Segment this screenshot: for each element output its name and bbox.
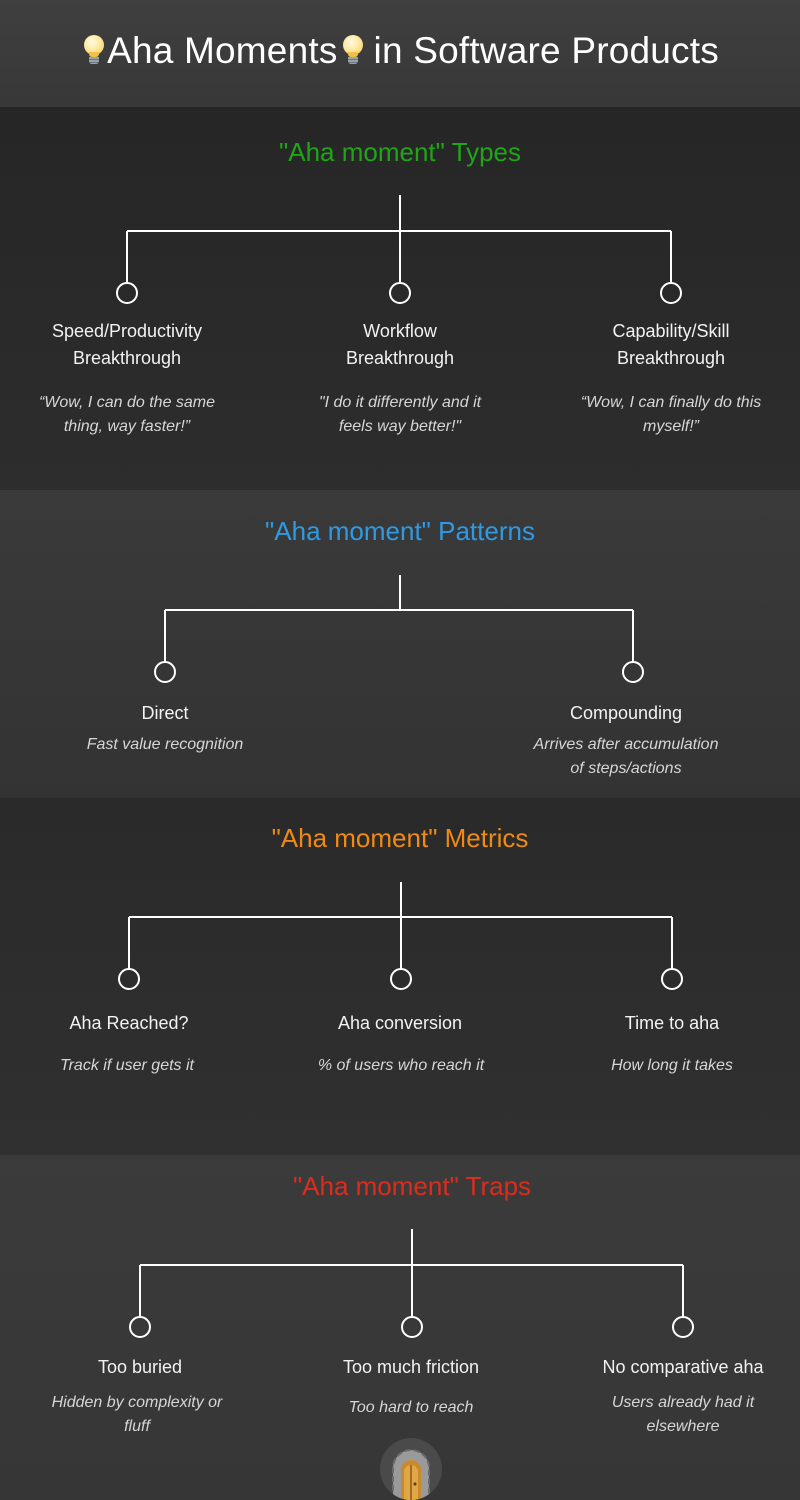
node-circle — [401, 1316, 423, 1338]
metrics-heading: "Aha moment" Metrics — [271, 823, 529, 853]
node-circle — [154, 661, 176, 683]
trap-title-comparative: No comparative aha — [602, 1357, 764, 1377]
pattern-desc-direct: Fast value recognition — [86, 736, 244, 753]
light-bulb-icon — [342, 33, 364, 67]
types-heading: "Aha moment" Types — [279, 137, 521, 167]
patterns-tree-connector — [154, 575, 644, 683]
node-circle — [672, 1316, 694, 1338]
stone-archway-door-logo — [380, 1438, 442, 1500]
traps-tree-connector — [129, 1229, 694, 1338]
metrics-tree-connector — [118, 882, 683, 990]
pattern-title-direct: Direct — [141, 703, 189, 723]
metric-title-time: Time to aha — [624, 1013, 720, 1033]
node-circle — [660, 282, 682, 304]
title-right: in Software Products — [373, 30, 719, 71]
page-title: Aha Moments in Software Products — [0, 30, 800, 72]
trap-desc-friction: Too hard to reach — [348, 1399, 474, 1416]
node-circle — [390, 968, 412, 990]
node-circle — [116, 282, 138, 304]
types-tree-connector — [116, 195, 682, 304]
metric-desc-time: How long it takes — [611, 1057, 733, 1074]
patterns-heading: "Aha moment" Patterns — [265, 516, 535, 546]
node-circle — [129, 1316, 151, 1338]
metric-desc-conversion: % of users who reach it — [317, 1057, 485, 1074]
node-circle — [622, 661, 644, 683]
metrics-section — [0, 798, 800, 1155]
metric-title-conversion: Aha conversion — [337, 1013, 463, 1033]
light-bulb-icon — [83, 33, 105, 67]
trap-title-friction: Too much friction — [342, 1357, 480, 1377]
traps-heading: "Aha moment" Traps — [292, 1171, 532, 1201]
metric-desc-reached: Track if user gets it — [60, 1057, 194, 1074]
pattern-title-compounding: Compounding — [569, 703, 683, 723]
title-left: Aha Moments — [107, 30, 338, 71]
patterns-section — [0, 490, 800, 798]
title-band — [0, 0, 800, 107]
metric-title-reached: Aha Reached? — [69, 1013, 189, 1033]
node-circle — [661, 968, 683, 990]
node-circle — [118, 968, 140, 990]
types-section — [0, 107, 800, 490]
node-circle — [389, 282, 411, 304]
trap-title-buried: Too buried — [97, 1357, 183, 1377]
